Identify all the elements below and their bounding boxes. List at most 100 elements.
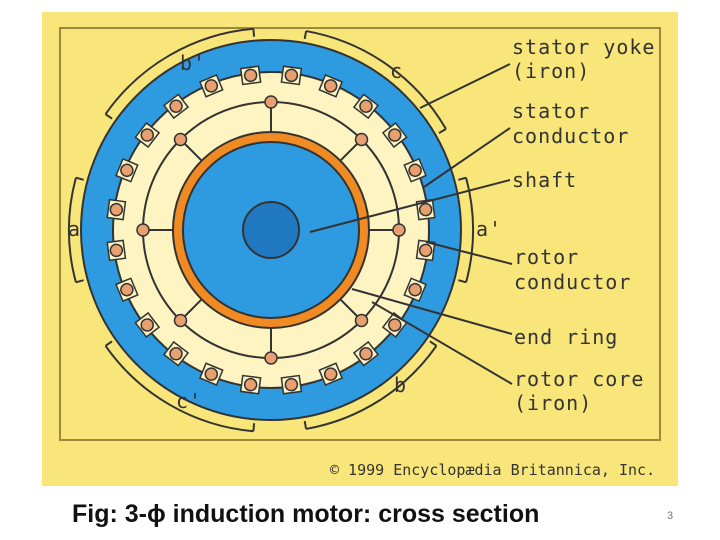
stator-conductor-4 [323,367,338,381]
motor-cross-section-figure: stator yoke (iron) stator conductor shaf… [42,12,678,486]
stator-conductor-0 [418,243,433,258]
stator-slot-21 [381,121,408,149]
phase-arc-tick-start-5 [75,279,84,284]
stator-slot-4 [318,362,344,386]
phase-arc-tick-start-2 [458,176,467,181]
stator-slot-23 [415,198,436,221]
stator-slot-3 [352,340,380,367]
rotor-conductor-4 [264,95,278,109]
phase-arc-tick-start-4 [252,423,256,432]
shaft [242,201,300,259]
stator-conductor-12 [109,202,124,217]
phase-label-c: c [390,59,403,83]
stator-conductor-8 [169,347,183,361]
label-shaft: shaft [512,168,577,192]
stator-conductor-20 [359,99,373,113]
label-rotor-core: rotor core [514,367,644,391]
phase-label-a: a [68,217,81,241]
stator-slot-19 [318,74,344,98]
stator-conductor-1 [408,282,422,297]
stator-conductor-18 [284,68,299,83]
copyright-notice: © 1999 Encyclopædia Britannica, Inc. [330,461,655,479]
stator-slot-11 [106,239,127,262]
leader-stator-conductor [423,127,511,188]
rotor-conductor-1 [173,313,188,328]
stator-slot-16 [198,74,224,98]
phase-label-a-prime: a' [476,217,502,241]
stator-slots [106,65,436,395]
stator-slot-5 [280,374,303,395]
stator-conductor-22 [408,163,422,178]
phase-label-c-prime: c' [176,389,202,413]
stator-conductor-14 [140,128,154,142]
stator-conductor-19 [323,79,338,93]
phase-arc-4 [104,345,254,433]
stator-slot-14 [134,121,161,149]
label-stator-yoke: stator yoke [512,35,655,59]
phase-arc-3 [305,345,438,430]
leader-rotor-core [371,301,513,385]
leader-rotor-conductor [425,241,513,265]
phase-arc-tick-start-0 [104,113,113,120]
label-rotor-conductor-line2: conductor [514,270,631,294]
rotor-conductor-5 [354,132,369,147]
phase-arc-tick-end-0 [252,28,256,37]
stator-slot-7 [198,362,224,386]
phase-arc-tick-end-2 [458,279,467,284]
phase-arc-tick-end-5 [75,176,84,181]
stator-slot-10 [115,277,139,303]
stator-conductor-6 [243,377,258,392]
stator-slot-20 [352,93,380,120]
stator-slot-12 [106,198,127,221]
rotor-conductor-3 [173,132,188,147]
phase-arc-2 [465,177,474,283]
rotor-conductor-6 [392,223,406,237]
label-stator-conductor-line1: stator [512,99,590,123]
label-rotor-conductor-line1: rotor [514,245,579,269]
leader-end-ring [351,288,513,335]
stator-conductor-17 [243,68,258,83]
stator-conductor-2 [388,318,402,332]
slide-number: 3 [667,510,674,522]
phase-arc-0 [104,27,254,115]
stator-slot-1 [403,277,427,303]
figure-caption: Fig: 3-ϕ induction motor: cross section [72,500,540,528]
phase-arc-tick-end-4 [104,340,113,347]
label-stator-yoke-material: (iron) [512,59,590,83]
stator-slot-15 [162,93,190,120]
phase-arc-tick-start-3 [429,340,438,347]
stator-slot-17 [239,65,262,86]
label-end-ring: end ring [514,325,618,349]
stator-slot-9 [134,311,161,339]
leader-stator-yoke [419,63,511,109]
rotor-conductors [136,95,406,365]
stator-slot-6 [239,374,262,395]
phase-arc-5 [68,177,77,283]
stator-conductor-15 [169,99,183,113]
leader-shaft [309,179,511,233]
phase-label-b-prime: b' [180,51,206,75]
phase-winding-arcs [68,27,474,433]
figure-frame [59,27,661,441]
phase-arc-tick-end-1 [438,128,447,134]
stator-conductor-10 [120,282,134,297]
label-rotor-core-material: (iron) [514,391,592,415]
stator-conductor-13 [120,163,134,178]
stator-slot-22 [403,157,427,183]
rotor-conductor-2 [136,223,150,237]
stator-conductor-16 [204,79,219,93]
phase-label-b: b [394,373,407,397]
label-stator-conductor-line2: conductor [512,124,629,148]
stator-conductor-21 [388,128,402,142]
stator-conductor-7 [204,367,219,381]
rotor-conductor-0 [264,351,278,365]
stator-conductor-5 [284,377,299,392]
phase-arc-tick-end-3 [303,420,308,430]
stator-slot-18 [280,65,303,86]
stator-conductor-3 [359,347,373,361]
stator-conductor-11 [109,243,124,258]
stator-slot-8 [162,340,190,367]
phase-arc-1 [305,30,447,130]
stator-conductor-9 [140,318,154,332]
rotor-conductor-7 [354,313,369,328]
